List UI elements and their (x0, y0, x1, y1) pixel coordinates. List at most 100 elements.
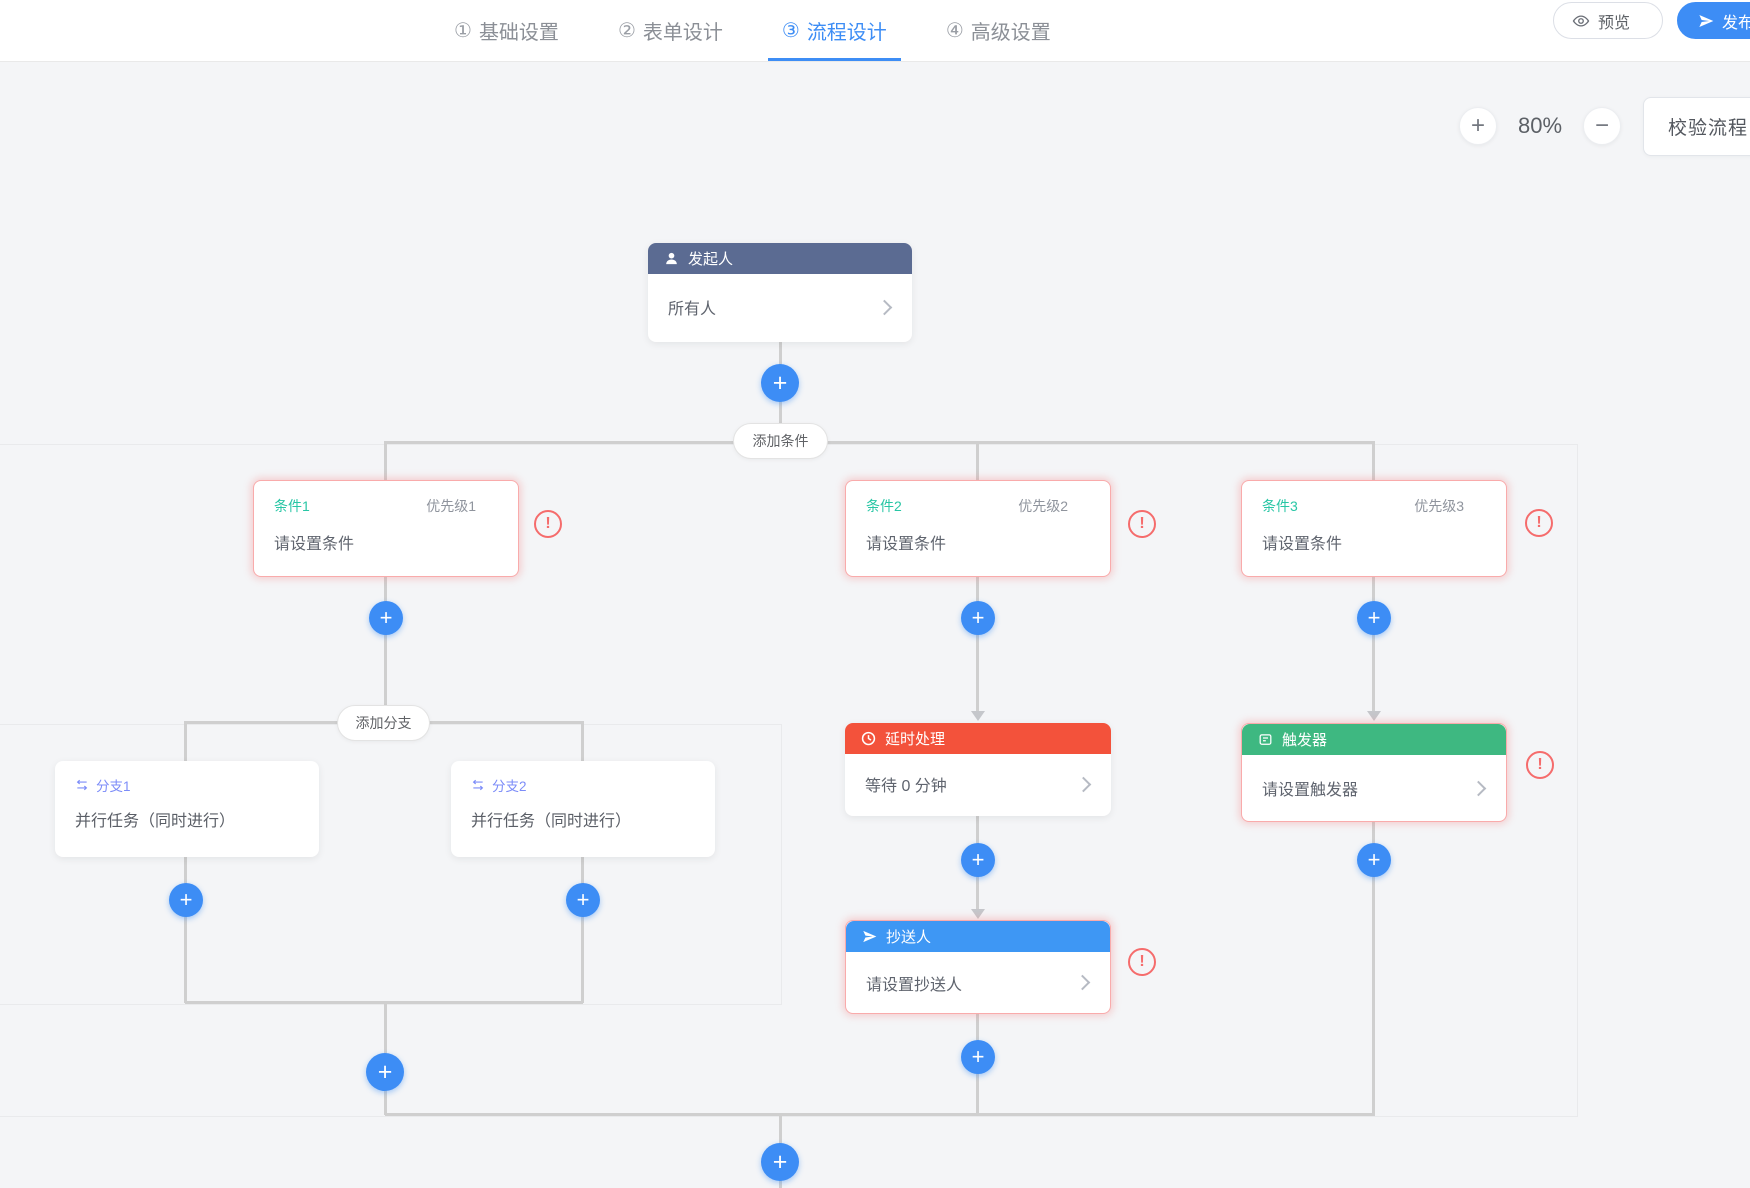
cc-value: 请设置抄送人 (866, 976, 963, 994)
parallel-branch-icon (471, 778, 485, 792)
add-node-button[interactable]: + (369, 601, 403, 635)
preview-label: 预览 (1598, 14, 1631, 32)
top-bar: ① 基础设置 ② 表单设计 ③ 流程设计 ④ 高级设置 预览 (0, 0, 1750, 62)
branch-title: 分支1 (96, 779, 131, 794)
parallel-branch-icon (75, 778, 89, 792)
arrow-down-icon (971, 909, 985, 919)
error-indicator-icon: ! (1128, 510, 1156, 538)
delay-node[interactable]: 延时处理 等待 0 分钟 (845, 723, 1111, 816)
delay-header: 延时处理 (845, 723, 1111, 754)
condition-body: 请设置条件 (866, 536, 947, 553)
condition-node-3[interactable]: 条件3 优先级3 请设置条件 (1241, 480, 1507, 577)
tab-label: 表单设计 (642, 22, 723, 44)
add-branch-button[interactable]: 添加分支 (337, 705, 430, 741)
col2-line (976, 577, 979, 711)
initiator-title: 发起人 (688, 251, 734, 268)
trigger-title: 触发器 (1282, 732, 1328, 749)
tab-label: 高级设置 (970, 22, 1051, 44)
branch-body: 并行任务（同时进行） (471, 813, 632, 830)
initiator-body: 所有人 (648, 274, 912, 340)
branch2-line (581, 721, 584, 761)
branch-node-2[interactable]: 分支2 并行任务（同时进行） (451, 761, 715, 857)
publish-button[interactable]: 发布 (1677, 2, 1750, 39)
person-icon (664, 251, 679, 266)
condition-priority: 优先级2 (1018, 498, 1068, 514)
error-indicator-icon: ! (1128, 948, 1156, 976)
delay-title: 延时处理 (885, 731, 946, 748)
add-node-button[interactable]: + (169, 883, 203, 917)
zoom-out-button[interactable]: − (1583, 107, 1621, 145)
add-node-button[interactable]: + (761, 364, 799, 402)
branch1-line (184, 857, 187, 1003)
condition-merge-line (385, 1113, 1375, 1116)
branch-title: 分支2 (492, 779, 527, 794)
eye-icon (1572, 12, 1590, 30)
condition-body: 请设置条件 (274, 536, 355, 553)
add-node-button[interactable]: + (366, 1053, 404, 1091)
col3-line (1372, 822, 1375, 1115)
error-indicator-icon: ! (1525, 509, 1553, 537)
publish-label: 发布 (1722, 14, 1750, 32)
add-condition-button[interactable]: 添加条件 (733, 423, 828, 459)
branch1-line (184, 721, 187, 761)
group-border-bottom (0, 1116, 1577, 1117)
add-node-button[interactable]: + (761, 1143, 799, 1181)
trigger-node[interactable]: 触发器 请设置触发器 (1241, 723, 1507, 822)
col1-line (384, 577, 387, 723)
cc-node[interactable]: 抄送人 请设置抄送人 (845, 920, 1111, 1014)
tab-number: ④ (945, 20, 964, 42)
arrow-down-icon (971, 711, 985, 721)
cc-header: 抄送人 (846, 921, 1110, 952)
branch-group-border-right (781, 724, 782, 1005)
arrow-down-icon (1367, 711, 1381, 721)
add-node-button[interactable]: + (961, 1040, 995, 1074)
condition-priority: 优先级3 (1414, 498, 1464, 514)
error-indicator-icon: ! (1526, 751, 1554, 779)
zoom-level: 80% (1517, 113, 1563, 138)
trigger-body: 请设置触发器 (1242, 755, 1506, 821)
initiator-header: 发起人 (648, 243, 912, 274)
branch2-line (581, 857, 584, 1003)
preview-button[interactable]: 预览 (1553, 2, 1663, 39)
trigger-header: 触发器 (1242, 724, 1506, 755)
chevron-right-icon (876, 299, 893, 315)
chevron-right-icon (1470, 780, 1487, 796)
add-node-button[interactable]: + (566, 883, 600, 917)
clock-icon (861, 731, 876, 746)
condition-split-line (385, 441, 1375, 444)
branch-body: 并行任务（同时进行） (75, 813, 236, 830)
tab-advanced-settings[interactable]: ④ 高级设置 (932, 0, 1065, 61)
col3-line (1372, 577, 1375, 711)
condition-node-1[interactable]: 条件1 优先级1 请设置条件 (253, 480, 519, 577)
delay-body: 等待 0 分钟 (845, 754, 1111, 814)
col2-line (976, 441, 979, 480)
col3-line (1372, 441, 1375, 480)
tab-label: 流程设计 (806, 22, 887, 44)
group-border-right (1577, 444, 1578, 1117)
condition-body: 请设置条件 (1262, 536, 1343, 553)
tab-number: ③ (781, 20, 800, 42)
initiator-node[interactable]: 发起人 所有人 (648, 243, 912, 342)
cc-body: 请设置抄送人 (846, 952, 1110, 1013)
add-node-button[interactable]: + (961, 843, 995, 877)
add-node-button[interactable]: + (1357, 843, 1391, 877)
chevron-right-icon (1074, 974, 1091, 991)
paper-plane-icon (1698, 13, 1714, 29)
condition-node-2[interactable]: 条件2 优先级2 请设置条件 (845, 480, 1111, 577)
tab-basic-settings[interactable]: ① 基础设置 (440, 0, 573, 61)
initiator-value: 所有人 (668, 301, 717, 318)
delay-value: 等待 0 分钟 (865, 778, 947, 795)
condition-title: 条件1 (274, 498, 310, 514)
tab-number: ① (454, 20, 472, 42)
add-node-button[interactable]: + (961, 601, 995, 635)
tab-label: 基础设置 (478, 22, 559, 44)
tab-form-design[interactable]: ② 表单设计 (604, 0, 737, 61)
error-indicator-icon: ! (534, 510, 562, 538)
validate-label: 校验流程 (1668, 118, 1749, 139)
validate-flow-button[interactable]: 校验流程 (1643, 97, 1750, 156)
branch-node-1[interactable]: 分支1 并行任务（同时进行） (55, 761, 319, 857)
zoom-in-button[interactable]: + (1459, 107, 1497, 145)
tab-process-design[interactable]: ③ 流程设计 (767, 0, 901, 61)
add-node-button[interactable]: + (1357, 601, 1391, 635)
